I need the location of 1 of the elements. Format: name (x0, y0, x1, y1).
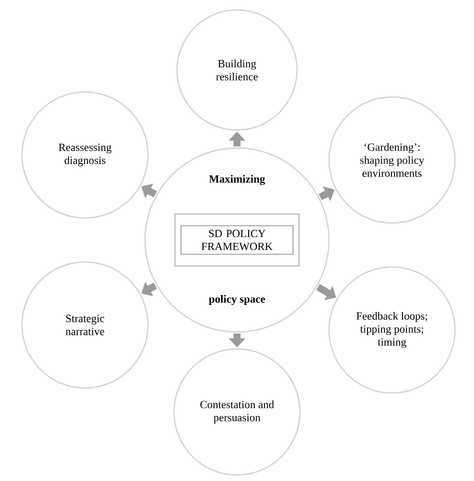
title-box: SD POLICY FRAMEWORK (174, 214, 300, 266)
